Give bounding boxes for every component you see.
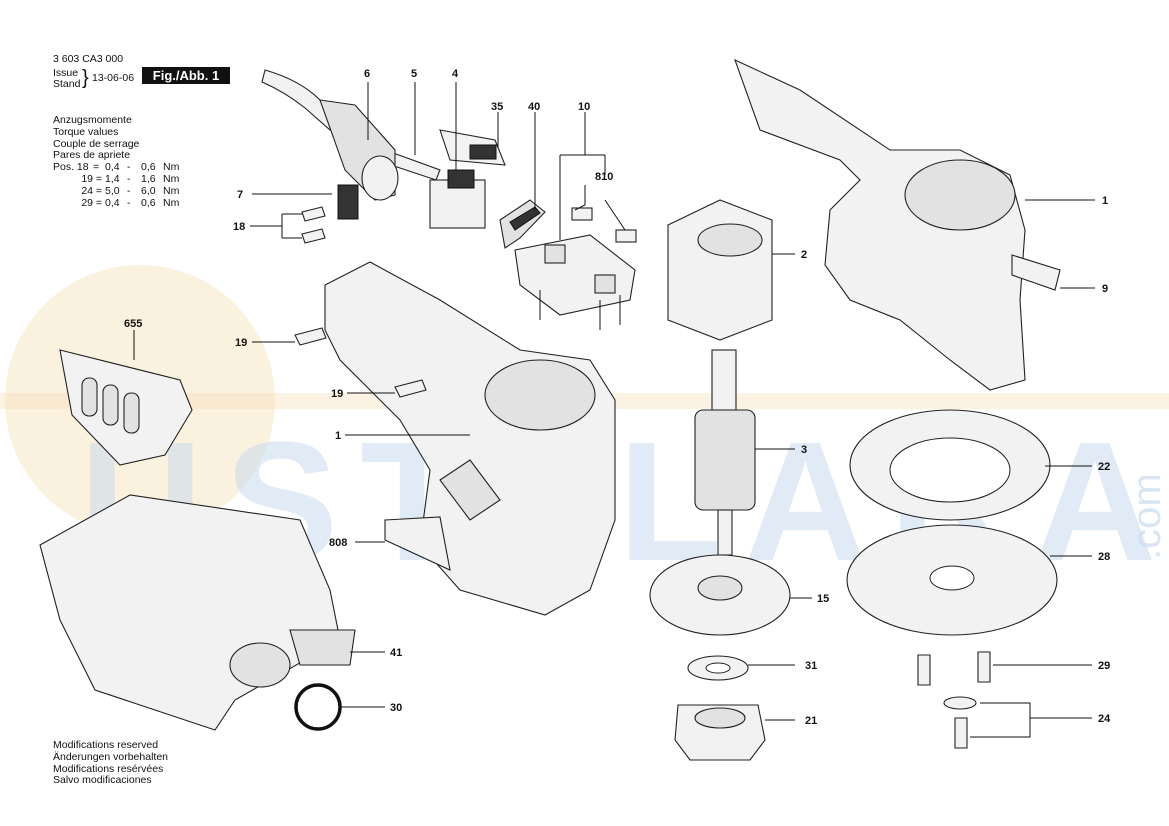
strain-relief [319, 99, 399, 201]
sanding-pad [846, 524, 1058, 636]
screw [954, 717, 968, 749]
callouts: 6 5 4 35 40 10 810 7 18 655 19 19 1 808 … [124, 68, 1111, 727]
callout-40: 40 [528, 101, 540, 113]
eccentric-bearing [674, 704, 766, 761]
screw [977, 651, 991, 683]
callout-18: 18 [233, 221, 245, 233]
housing-right [734, 58, 1026, 391]
callout-655: 655 [124, 318, 142, 330]
label-strip [1011, 254, 1061, 291]
fan [649, 554, 791, 636]
callout-22: 22 [1098, 461, 1110, 473]
callout-21: 21 [805, 715, 817, 727]
switch [429, 169, 486, 229]
figure-label: Fig./Abb. 1 [142, 67, 230, 84]
torque-title-en: Torque values [53, 125, 119, 138]
switch-actuator [499, 199, 546, 249]
screw [394, 379, 427, 398]
callout-10: 10 [578, 101, 590, 113]
callout-3: 3 [801, 444, 807, 456]
issue-label: Issue [53, 67, 79, 79]
callout-1: 1 [1102, 195, 1108, 207]
torque-title-fr: Couple de serrage [53, 137, 140, 150]
field-coil [667, 199, 773, 341]
clamp [337, 184, 359, 220]
housing-left [324, 261, 616, 616]
callout-19: 19 [235, 337, 247, 349]
callout-41: 41 [390, 647, 402, 659]
screw [917, 654, 931, 686]
screw [301, 206, 326, 222]
issue-date: 13-06-06 [92, 72, 135, 84]
callout-24: 24 [1098, 713, 1111, 725]
callout-19: 19 [331, 388, 343, 400]
callout-4: 4 [452, 68, 459, 80]
washer-hole [705, 662, 731, 674]
callout-30: 30 [390, 702, 402, 714]
watermark-suffix: .com [1125, 473, 1169, 560]
callout-6: 6 [364, 68, 370, 80]
switch-connector [439, 129, 506, 166]
power-cable [261, 69, 441, 181]
callout-7: 7 [237, 189, 243, 201]
slot [81, 377, 98, 417]
brace-glyph: } [82, 67, 89, 89]
leader-lines [133, 82, 1095, 738]
callout-31: 31 [805, 660, 817, 672]
callout-1: 1 [335, 430, 341, 442]
callout-28: 28 [1098, 551, 1110, 563]
torque-title-de: Anzugsmomente [53, 114, 132, 126]
skirt [849, 409, 1051, 521]
capacitor-pair [571, 207, 637, 243]
armature [694, 349, 756, 556]
electronics-board [514, 234, 636, 330]
screw [294, 327, 327, 346]
slot [123, 392, 140, 434]
callout-810: 810 [595, 171, 613, 183]
callout-5: 5 [411, 68, 417, 80]
callout-808: 808 [329, 537, 347, 549]
modifications-note: Modifications reserved Änderungen vorbeh… [53, 739, 169, 787]
callout-35: 35 [491, 101, 503, 113]
torque-title-es: Pares de apriete [53, 149, 131, 162]
torque-table: Anzugsmomente Torque values Couple de se… [53, 114, 180, 209]
stand-label: Stand [53, 78, 81, 90]
callout-29: 29 [1098, 660, 1110, 672]
screw [301, 228, 326, 244]
o-ring [294, 683, 342, 731]
slot [102, 384, 119, 426]
callout-2: 2 [801, 249, 807, 261]
doc-number: 3 603 CA3 000 [53, 53, 124, 65]
dust-box [39, 494, 356, 731]
washer [943, 696, 977, 710]
callout-9: 9 [1102, 283, 1108, 295]
callout-15: 15 [817, 593, 829, 605]
